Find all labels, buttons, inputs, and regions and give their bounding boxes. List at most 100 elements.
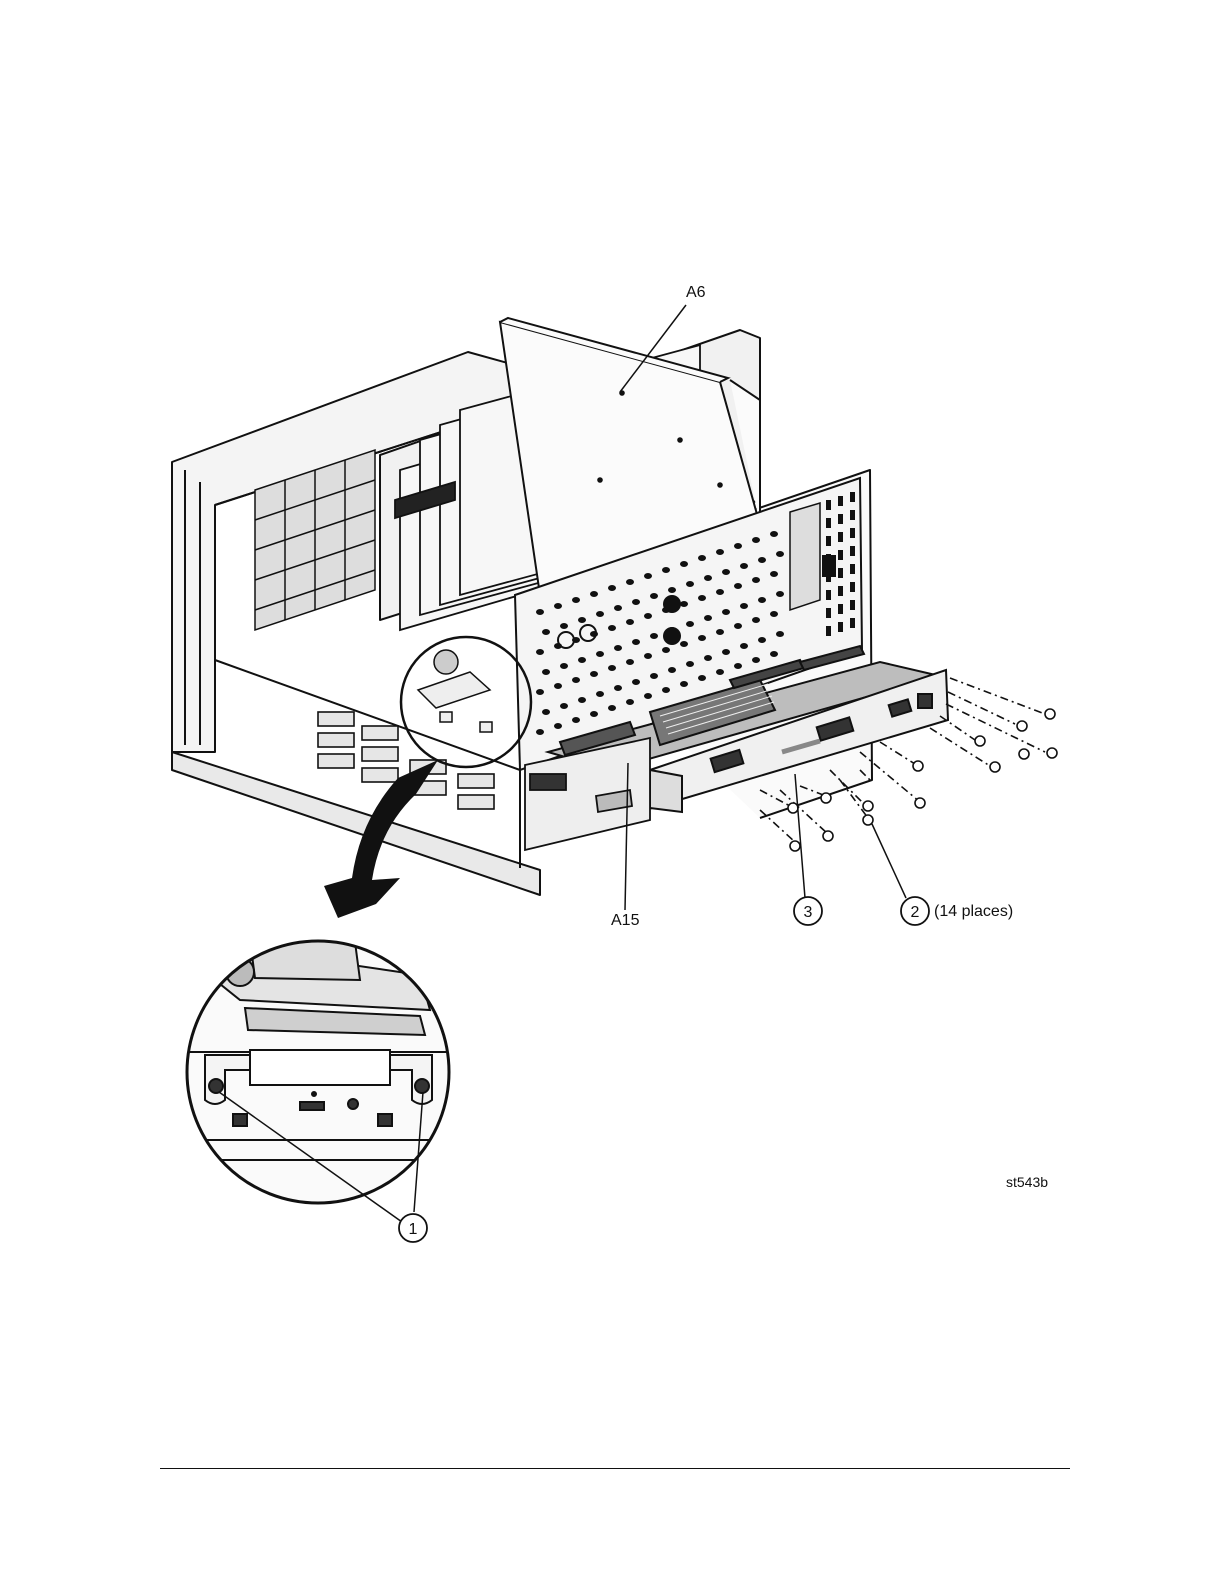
vent-slot	[826, 590, 831, 600]
vent-hole	[590, 591, 598, 597]
vent-hole	[770, 651, 778, 657]
screw	[790, 841, 800, 851]
vent-hole	[668, 667, 676, 673]
screw	[975, 736, 985, 746]
screw	[863, 801, 873, 811]
vent-hole	[686, 621, 694, 627]
vent-hole	[626, 699, 634, 705]
vent-hole	[560, 703, 568, 709]
vent-hole	[626, 619, 634, 625]
vent-hole	[662, 647, 670, 653]
vent-hole	[752, 657, 760, 663]
vent-hole	[734, 583, 742, 589]
vent-hole	[632, 639, 640, 645]
screw	[915, 798, 925, 808]
callout-bubbles	[399, 897, 929, 1242]
vent-hole	[698, 675, 706, 681]
vent-slot	[826, 518, 831, 528]
vent-hole	[770, 571, 778, 577]
screw	[863, 815, 873, 825]
vent-hole	[752, 537, 760, 543]
vent-hole	[740, 603, 748, 609]
label-a6: A6	[686, 284, 706, 301]
vent-hole	[716, 669, 724, 675]
vent-hole	[560, 623, 568, 629]
vent-hole	[686, 661, 694, 667]
vent-hole	[608, 585, 616, 591]
vent-hole	[668, 587, 676, 593]
vent-hole	[740, 563, 748, 569]
vent-hole	[716, 629, 724, 635]
screw	[1047, 748, 1057, 758]
vent-hole	[590, 711, 598, 717]
vent-slot	[850, 510, 855, 520]
vent-hole	[734, 543, 742, 549]
vent-hole	[776, 591, 784, 597]
vent-hole	[734, 663, 742, 669]
vent-hole	[644, 693, 652, 699]
vent-hole	[632, 599, 640, 605]
vent-slot	[850, 582, 855, 592]
vent-slot	[850, 564, 855, 574]
vent-hole	[758, 637, 766, 643]
vent-slot	[826, 500, 831, 510]
vent-hole	[698, 595, 706, 601]
vent-slot	[838, 622, 843, 632]
vent-hole	[536, 689, 544, 695]
vent-hole	[770, 611, 778, 617]
vent-hole	[578, 657, 586, 663]
vent-hole	[626, 659, 634, 665]
vent-hole	[644, 573, 652, 579]
vent-hole	[542, 669, 550, 675]
vent-hole	[644, 613, 652, 619]
vent-slot	[850, 528, 855, 538]
vent-slot	[838, 586, 843, 596]
vent-hole	[536, 609, 544, 615]
vent-slot	[850, 618, 855, 628]
vent-hole	[680, 561, 688, 567]
callout-1-number: 1	[409, 1221, 418, 1238]
vent-hole	[644, 653, 652, 659]
vent-hole	[542, 709, 550, 715]
vent-hole	[722, 649, 730, 655]
vent-hole	[722, 569, 730, 575]
vent-hole	[578, 697, 586, 703]
vent-hole	[572, 597, 580, 603]
callout-2-number: 2	[911, 904, 920, 921]
vent-hole	[758, 557, 766, 563]
vent-hole	[632, 679, 640, 685]
vent-hole	[704, 615, 712, 621]
vent-hole	[662, 687, 670, 693]
vent-slot	[838, 496, 843, 506]
vent-hole	[680, 601, 688, 607]
screw	[1019, 749, 1029, 759]
callout-2-note: (14 places)	[934, 903, 1013, 920]
vent-hole	[614, 685, 622, 691]
vent-hole	[740, 643, 748, 649]
vent-hole	[698, 635, 706, 641]
vent-hole	[572, 717, 580, 723]
vent-hole	[770, 531, 778, 537]
vent-hole	[578, 617, 586, 623]
vent-hole	[680, 641, 688, 647]
vent-hole	[698, 555, 706, 561]
vent-hole	[680, 681, 688, 687]
detail-marker-contents	[418, 650, 492, 732]
vent-hole	[614, 605, 622, 611]
screw	[913, 761, 923, 771]
vent-hole	[554, 723, 562, 729]
vent-slot	[838, 550, 843, 560]
vent-slot	[838, 514, 843, 524]
vent-slot	[838, 604, 843, 614]
vent-hole	[752, 617, 760, 623]
vent-hole	[776, 631, 784, 637]
screw	[788, 803, 798, 813]
vent-hole	[776, 551, 784, 557]
screw	[990, 762, 1000, 772]
vent-hole	[596, 691, 604, 697]
screw	[1045, 709, 1055, 719]
vent-hole	[734, 623, 742, 629]
vent-hole	[650, 593, 658, 599]
vent-hole	[536, 729, 544, 735]
